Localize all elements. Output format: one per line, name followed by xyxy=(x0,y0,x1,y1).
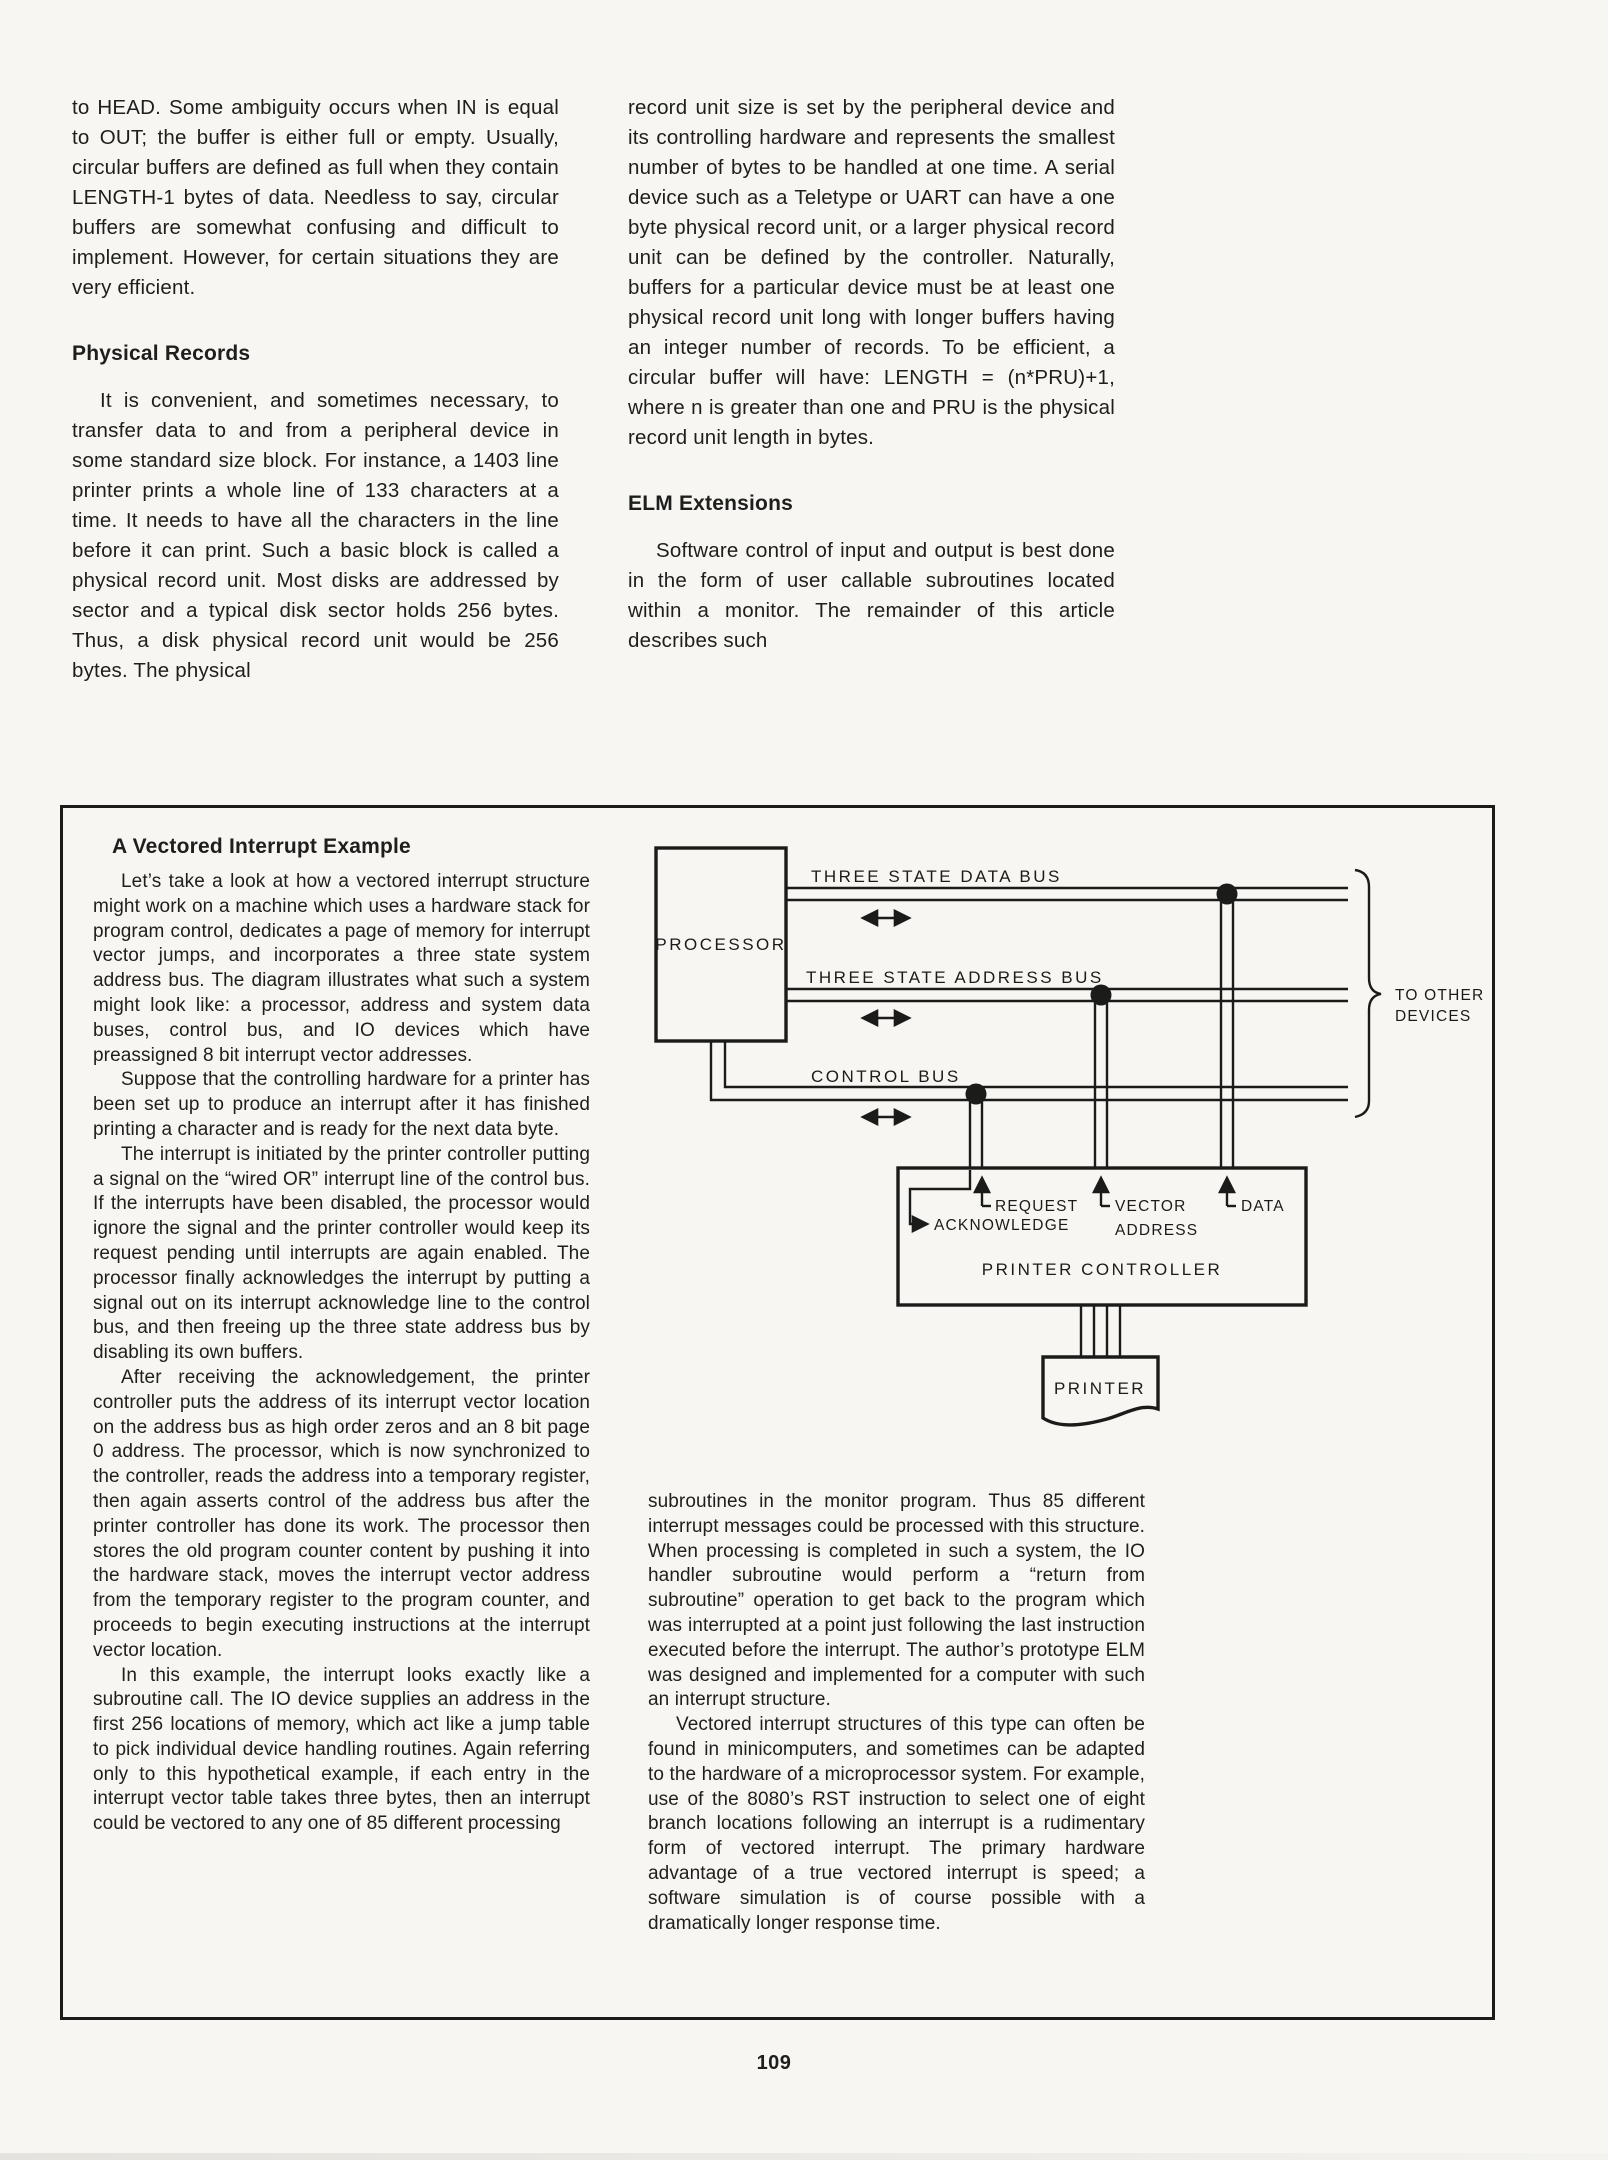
vector-address-label: ADDRESS xyxy=(1115,1222,1198,1239)
printer-controller-box xyxy=(896,1166,1308,1307)
printer-box xyxy=(1041,1355,1160,1427)
vector-address-label: VECTOR xyxy=(1115,1198,1187,1215)
acknowledge-arrow-icon xyxy=(908,1170,972,1233)
processor-label: PROCESSOR xyxy=(655,935,786,954)
to-other-devices-label: DEVICES xyxy=(1395,1008,1471,1025)
sidebar-column-right: subroutines in the monitor program. Thus… xyxy=(648,1490,1145,1936)
sidebar-paragraph: Let’s take a look at how a vectored inte… xyxy=(93,871,590,1066)
sidebar-paragraph: Vectored interrupt structures of this ty… xyxy=(648,1714,1145,1934)
data-bus-junction-dot xyxy=(1216,883,1238,905)
scan-edge-shadow xyxy=(0,2153,1608,2160)
article-paragraph: record unit size is set by the periphera… xyxy=(628,96,1115,449)
vectored-interrupt-sidebar-box: A Vectored Interrupt Example Let’s take … xyxy=(60,805,1495,2020)
section-heading-elm-extensions: ELM Extensions xyxy=(628,492,793,515)
sidebar-title: A Vectored Interrupt Example xyxy=(112,835,411,858)
request-label: REQUEST xyxy=(995,1198,1078,1215)
sidebar-paragraph: Suppose that the controlling hardware fo… xyxy=(93,1069,590,1140)
address-bus-label: THREE STATE ADDRESS BUS xyxy=(806,968,1104,987)
to-other-devices-brace xyxy=(1354,868,1382,1119)
article-paragraph: to HEAD. Some ambiguity occurs when IN i… xyxy=(72,96,559,299)
sidebar-paragraph: In this example, the interrupt looks exa… xyxy=(93,1664,590,1835)
article-paragraph: It is convenient, and sometimes necessar… xyxy=(72,389,559,682)
sidebar-paragraph: subroutines in the monitor program. Thus… xyxy=(648,1491,1145,1711)
page-number: 109 xyxy=(756,2052,792,2074)
printer-label: PRINTER xyxy=(1054,1379,1146,1398)
sidebar-paragraph: After receiving the acknowledgement, the… xyxy=(93,1366,590,1661)
control-bus-junction-dot xyxy=(965,1083,987,1105)
acknowledge-label: ACKNOWLEDGE xyxy=(934,1217,1070,1234)
article-paragraph: Software control of input and output is … xyxy=(628,539,1115,652)
data-label: DATA xyxy=(1241,1198,1285,1215)
processor-box xyxy=(654,846,788,1043)
article-column-right: record unit size is set by the periphera… xyxy=(628,93,1115,656)
address-bus-junction-dot xyxy=(1090,984,1112,1006)
control-bus-line xyxy=(723,1041,1348,1089)
printer-controller-label: PRINTER CONTROLLER xyxy=(982,1260,1223,1279)
data-bus-label: THREE STATE DATA BUS xyxy=(811,867,1062,886)
section-heading-physical-records: Physical Records xyxy=(72,342,251,365)
to-other-devices-label: TO OTHER xyxy=(1395,987,1484,1004)
control-bus-line xyxy=(709,1041,1348,1102)
control-bus-label: CONTROL BUS xyxy=(811,1067,961,1086)
article-column-left: to HEAD. Some ambiguity occurs when IN i… xyxy=(72,93,559,686)
sidebar-paragraph: The interrupt is initiated by the printe… xyxy=(93,1143,590,1364)
sidebar-column-left: Let’s take a look at how a vectored inte… xyxy=(93,870,590,1837)
